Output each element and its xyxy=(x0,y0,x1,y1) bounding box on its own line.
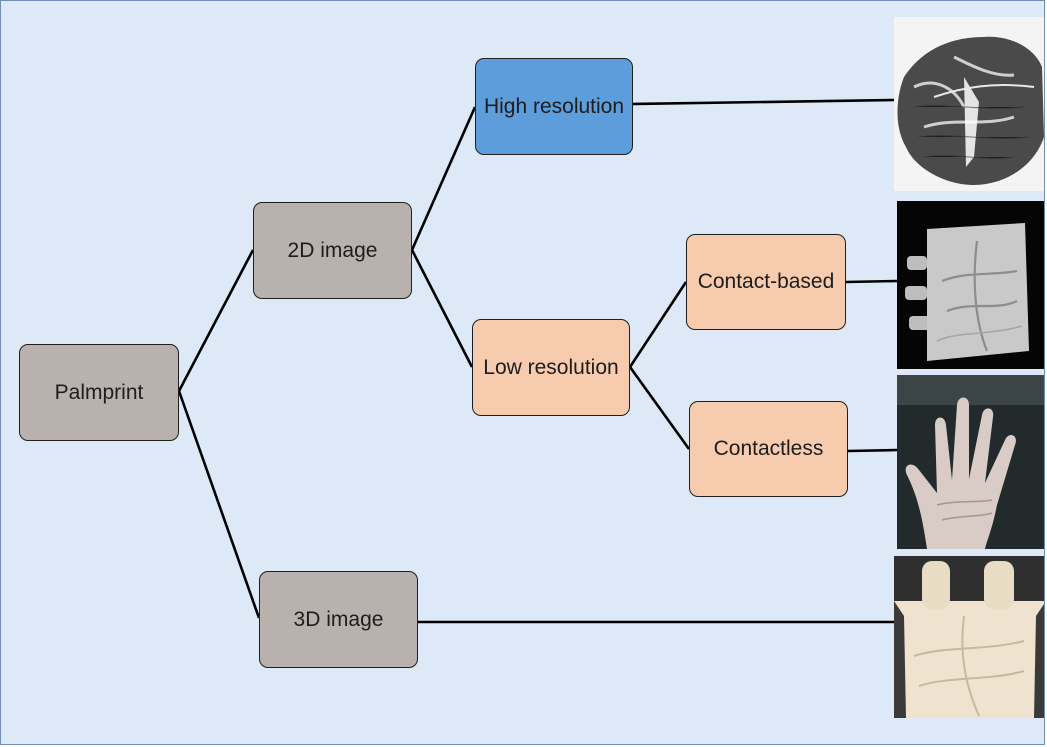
node-high-resolution-label: High resolution xyxy=(483,94,625,118)
node-low-resolution-label: Low resolution xyxy=(483,355,619,379)
node-contactless-label: Contactless xyxy=(713,437,824,461)
node-low-resolution: Low resolution xyxy=(472,319,630,416)
edge-high-image xyxy=(632,98,895,106)
node-contact-based: Contact-based xyxy=(686,234,846,330)
node-2d-image: 2D image xyxy=(253,202,412,299)
node-2d-image-label: 2D image xyxy=(287,238,378,262)
edge-2d-high xyxy=(410,106,477,251)
node-high-resolution: High resolution xyxy=(475,58,633,155)
edge-2d-low xyxy=(410,249,474,368)
edge-contactless-image xyxy=(847,448,898,453)
edge-palmprint-3d xyxy=(177,390,261,619)
node-3d-image-label: 3D image xyxy=(293,607,384,631)
contactless-palmprint-image xyxy=(897,375,1044,549)
3d-palmprint-image xyxy=(894,556,1044,718)
edge-low-contactless xyxy=(628,366,691,450)
edge-low-contact xyxy=(628,281,688,368)
node-contactless: Contactless xyxy=(689,401,848,497)
contact-based-palmprint-image xyxy=(897,201,1044,369)
node-3d-image: 3D image xyxy=(259,571,418,668)
edge-contact-image xyxy=(845,279,898,284)
edge-palmprint-2d xyxy=(177,249,255,392)
node-palmprint: Palmprint xyxy=(19,344,179,441)
node-contact-based-label: Contact-based xyxy=(697,270,835,294)
high-resolution-palmprint-image xyxy=(894,17,1044,191)
node-palmprint-label: Palmprint xyxy=(54,380,144,404)
